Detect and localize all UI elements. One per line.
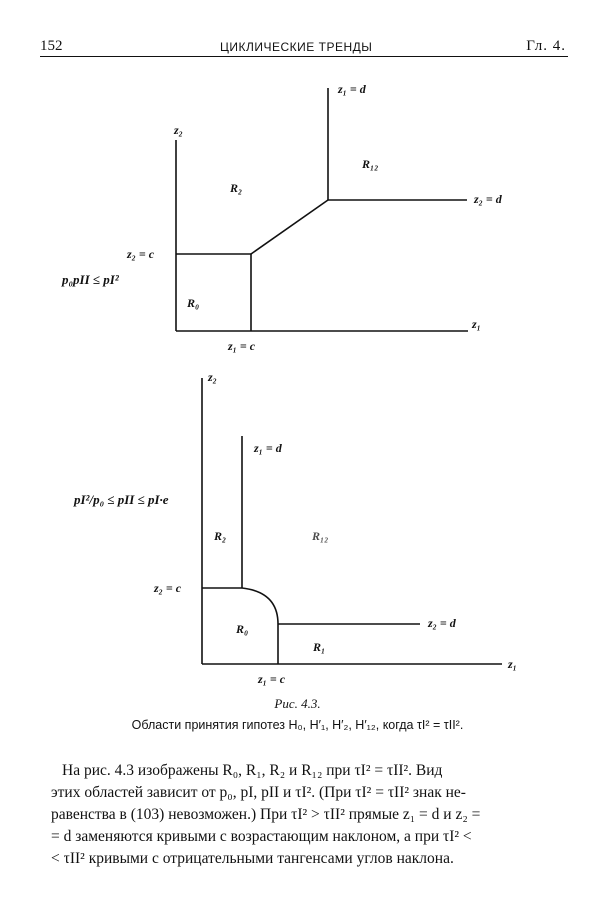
bottom-region-R12: R₁₂ bbox=[311, 529, 328, 543]
figure-4-3: z₂ z₁ z₁ = d z₂ = d z₂ = c z₁ = c R₁₂ R₂… bbox=[61, 82, 517, 686]
top-axis-y-label: z₂ bbox=[173, 123, 183, 137]
bottom-axis-y-label: z₂ bbox=[207, 370, 217, 384]
top-z1c-label: z₁ = c bbox=[227, 339, 256, 353]
top-z2d-label: z₂ = d bbox=[473, 192, 503, 206]
top-region-R0: R₀ bbox=[186, 296, 199, 310]
body-line: = d заменяются кривыми с возрастающим на… bbox=[51, 828, 472, 845]
body-line: На рис. 4.3 изображены R₀, R₁, R₂ и R₁₂ … bbox=[62, 762, 443, 779]
top-region-R12: R₁₂ bbox=[361, 157, 378, 171]
top-z1d-label: z₁ = d bbox=[337, 82, 367, 96]
body-line: < τII² кривыми с отрицательными тангенса… bbox=[51, 850, 454, 867]
top-axis-x-label: z₁ bbox=[471, 317, 481, 331]
top-z2c-label: z₂ = c bbox=[126, 247, 155, 261]
top-diagonal-boundary bbox=[250, 199, 329, 255]
body-line: равенства в (103) невозможен.) При τI² >… bbox=[51, 806, 481, 823]
figure-caption: Области принятия гипотез H₀, H′₁, H′₂, H… bbox=[131, 718, 464, 732]
body-line: этих областей зависит от p₀, pI, pII и τ… bbox=[51, 784, 466, 801]
figure-top-labels: z₂ z₁ z₁ = d z₂ = d z₂ = c z₁ = c R₁₂ R₂… bbox=[61, 82, 503, 353]
page-number: 152 bbox=[40, 38, 63, 54]
figure-label: Рис. 4.3. bbox=[274, 696, 321, 711]
bottom-z2c-label: z₂ = c bbox=[153, 581, 182, 595]
bottom-z1c-label: z₁ = c bbox=[257, 672, 286, 686]
figure-top bbox=[175, 88, 468, 332]
chapter-label: Гл. 4. bbox=[526, 38, 566, 54]
bottom-axis-x-label: z₁ bbox=[507, 657, 517, 671]
bottom-z1d-label: z₁ = d bbox=[253, 441, 283, 455]
bottom-region-R2: R₂ bbox=[213, 529, 226, 543]
top-condition: p₀pII ≤ pI² bbox=[61, 272, 120, 287]
running-header: 152 ЦИКЛИЧЕСКИЕ ТРЕНДЫ Гл. 4. bbox=[40, 33, 568, 57]
figure-bottom bbox=[201, 378, 502, 665]
figure-bottom-labels: z₂ z₁ z₁ = d z₂ = d z₂ = c z₁ = c R₂ R₁₂… bbox=[73, 370, 517, 686]
bottom-curved-boundary bbox=[241, 587, 279, 625]
body-paragraph: На рис. 4.3 изображены R₀, R₁, R₂ и R₁₂ … bbox=[51, 760, 530, 870]
header-rule bbox=[40, 56, 568, 57]
top-region-R2: R₂ bbox=[229, 181, 242, 195]
bottom-region-R0: R₀ bbox=[235, 622, 248, 636]
bottom-region-R1: R₁ bbox=[312, 640, 325, 654]
bottom-z2d-label: z₂ = d bbox=[427, 616, 457, 630]
running-title: ЦИКЛИЧЕСКИЕ ТРЕНДЫ bbox=[220, 40, 373, 54]
bottom-condition: pI²/p₀ ≤ pII ≤ pI·e bbox=[73, 492, 169, 507]
